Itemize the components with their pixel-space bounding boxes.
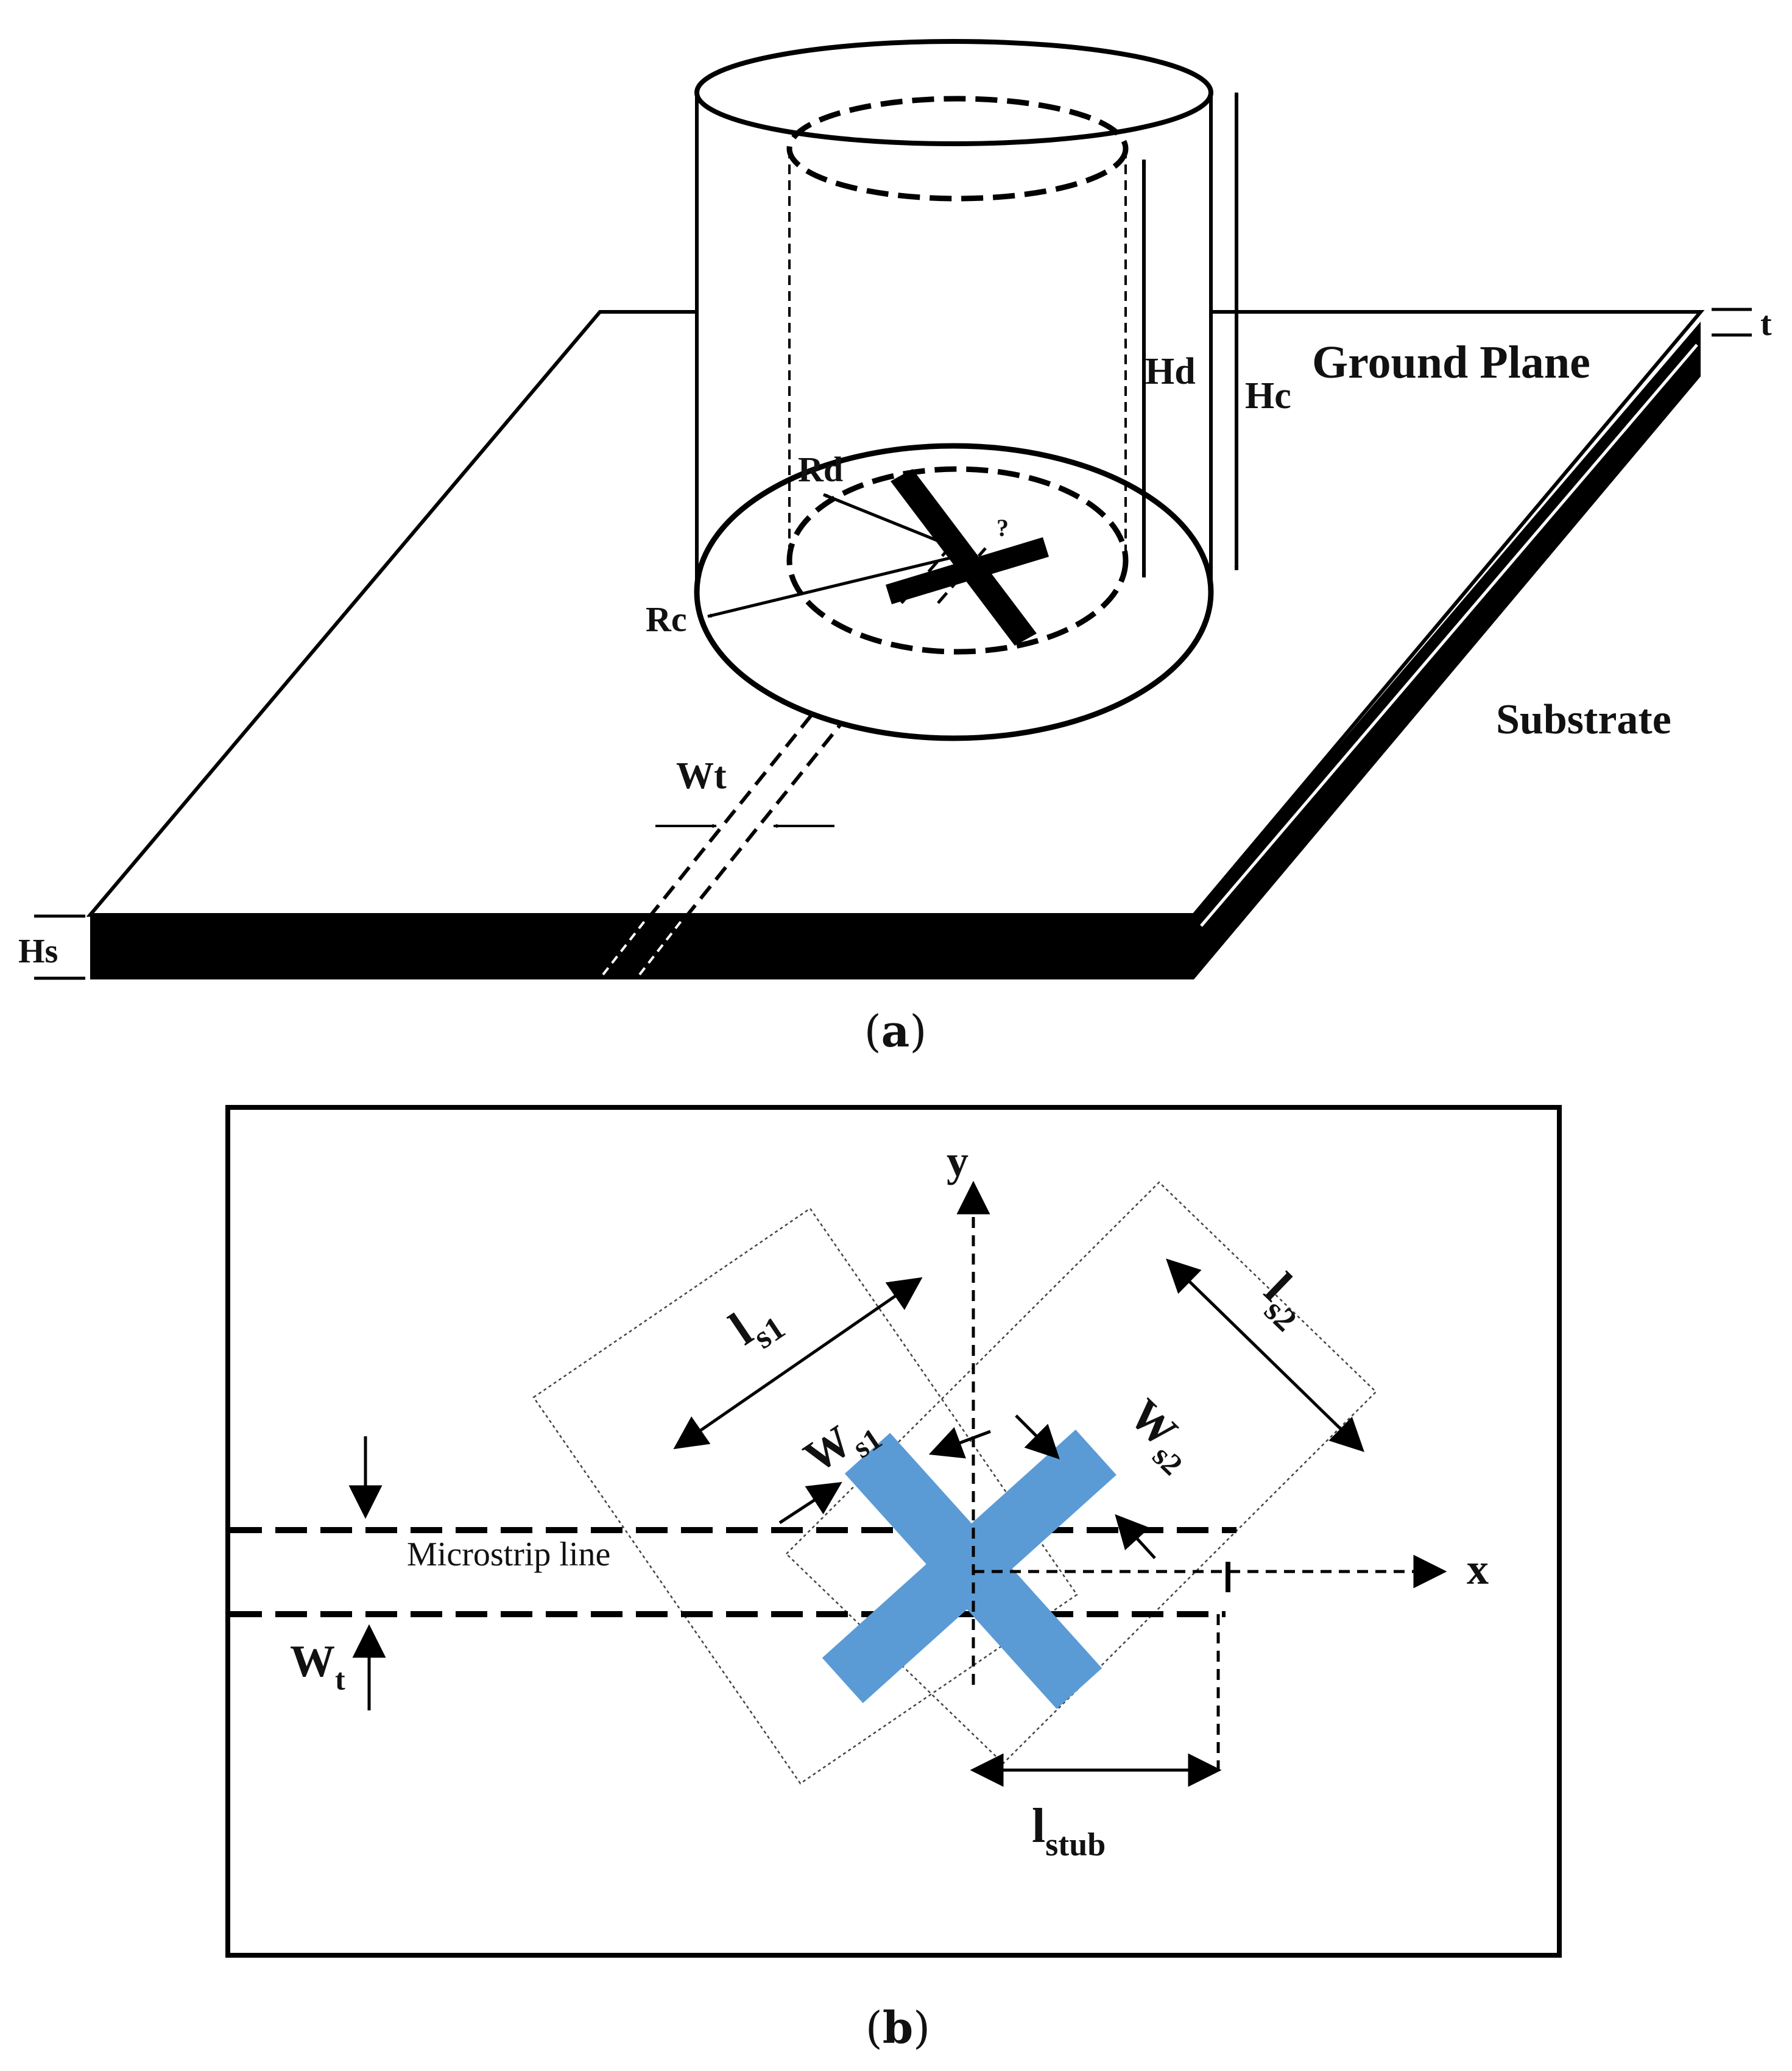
rd-label: Rd: [798, 450, 843, 489]
outer-cylinder: [694, 39, 1214, 741]
substrate-side-face: [1194, 322, 1701, 979]
caption-b: (b): [866, 2002, 931, 2053]
wt-label: Wt: [290, 1637, 345, 1696]
caption-a: (a): [864, 1005, 927, 1057]
stub-mark: ?: [997, 514, 1009, 542]
rc-label: Rc: [646, 599, 687, 639]
inner-dielectric-cylinder: [786, 96, 1129, 655]
y-axis-label: y: [947, 1137, 968, 1185]
substrate-side-highlight: [1200, 344, 1698, 927]
figure-b: y x Microstrip line ls1 ls2 Ws1 Ws2 Wt l…: [225, 1105, 1562, 2053]
t-dimension: [1712, 308, 1752, 337]
ws1-arrow-right: [928, 1427, 991, 1459]
hd-label: Hd: [1145, 351, 1196, 392]
substrate-slab: [90, 322, 1701, 979]
outer-cylinder-top: [694, 39, 1213, 146]
slot-outline-rectangles: [532, 1181, 1377, 1785]
wt-label: Wt: [676, 755, 727, 797]
t-label: t: [1760, 305, 1772, 343]
microstrip-label: Microstrip line: [407, 1536, 610, 1573]
substrate-label: Substrate: [1496, 696, 1671, 743]
figure-b-frame: [225, 1105, 1562, 1958]
ls2-arrow: [1166, 1258, 1364, 1452]
ground-plane-label: Ground Plane: [1312, 337, 1590, 388]
feed-line-on-edge: [602, 919, 683, 976]
ws1-arrow-left: [778, 1481, 842, 1525]
lstub-dimension: [970, 1614, 1222, 1787]
microstrip-line: [230, 1527, 1236, 1617]
rc-arrow: [707, 556, 951, 618]
cross-slot-3d: [886, 469, 1049, 646]
figure-a: ? Ground Plane Substrate t Hd Hc Rd Rc W…: [18, 39, 1772, 1057]
hc-label: Hc: [1245, 375, 1291, 417]
ls1-arrow: [673, 1277, 923, 1450]
substrate-front-face: [90, 915, 1194, 979]
outer-cylinder-base: [694, 443, 1214, 741]
hs-dimension: [34, 914, 85, 980]
ws2-arrow-bottom: [1115, 1514, 1156, 1559]
ws2-arrow-top: [1015, 1414, 1060, 1459]
hs-label: Hs: [18, 933, 58, 970]
rd-arrow: [823, 493, 951, 548]
lstub-label: lstub: [1032, 1799, 1106, 1863]
x-axis-label: x: [1467, 1545, 1489, 1593]
